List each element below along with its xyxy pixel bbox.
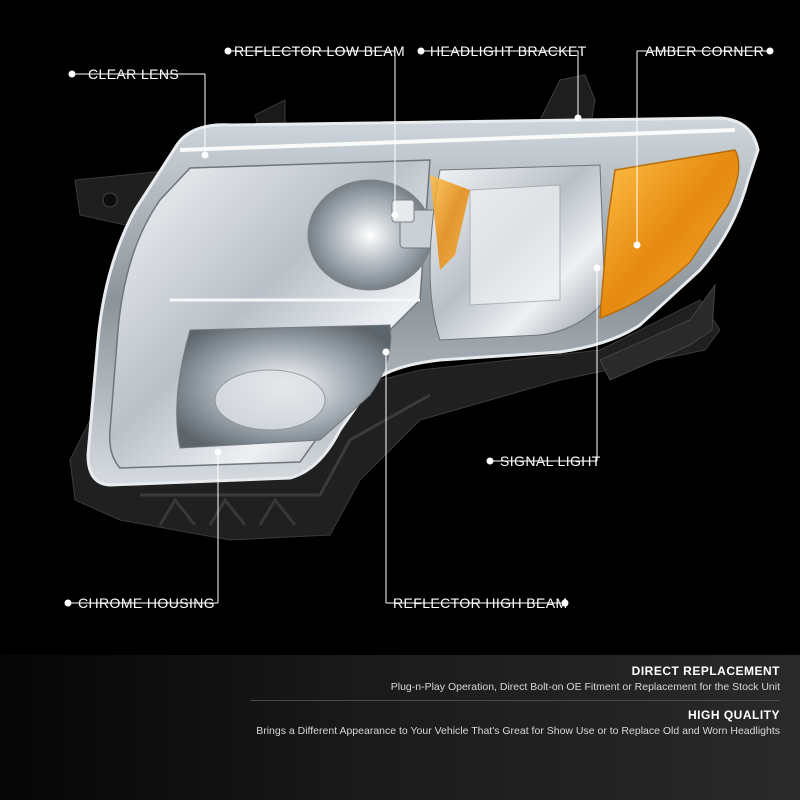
feature-panel: DIRECT REPLACEMENT Plug-n-Play Operation… bbox=[0, 655, 800, 800]
callout-amber-corner: AMBER CORNER bbox=[645, 43, 765, 59]
callout-clear-lens: CLEAR LENS bbox=[88, 66, 180, 82]
feature-title: DIRECT REPLACEMENT bbox=[631, 664, 780, 678]
reflector-high-beam bbox=[170, 298, 420, 449]
callout-headlight-bracket: HEADLIGHT BRACKET bbox=[430, 43, 587, 59]
signal-light bbox=[429, 164, 606, 341]
callout-reflector-low-beam: REFLECTOR LOW BEAM bbox=[234, 43, 406, 59]
feature-divider bbox=[250, 700, 780, 701]
feature-description: Brings a Different Appearance to Your Ve… bbox=[256, 725, 780, 737]
callout-chrome-housing: CHROME HOUSING bbox=[78, 595, 216, 611]
callout-reflector-high-beam: REFLECTOR HIGH BEAM bbox=[393, 595, 568, 611]
feature-title: HIGH QUALITY bbox=[688, 708, 780, 722]
amber-corner bbox=[599, 149, 740, 320]
callout-signal-light: SIGNAL LIGHT bbox=[500, 453, 601, 469]
feature-description: Plug-n-Play Operation, Direct Bolt-on OE… bbox=[390, 681, 780, 693]
callout-lines bbox=[64, 47, 774, 607]
